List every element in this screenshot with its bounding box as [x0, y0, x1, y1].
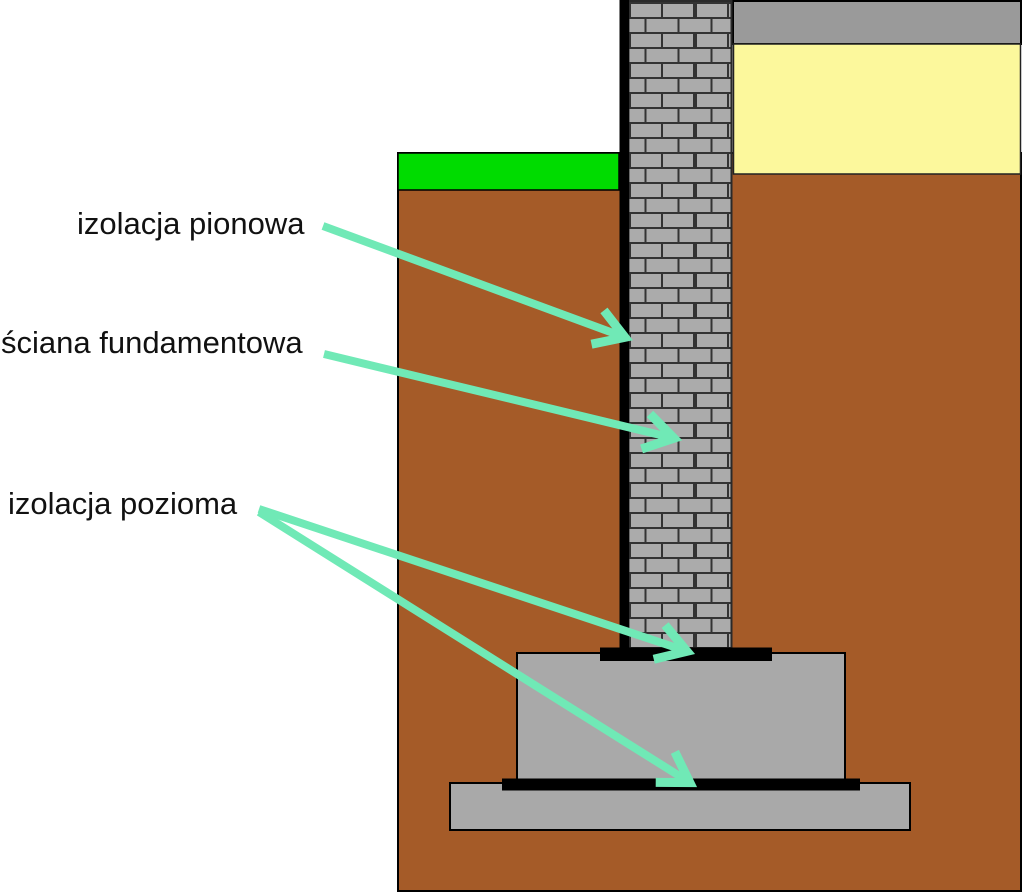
base-slab	[449, 782, 911, 831]
foundation-wall	[627, 0, 733, 649]
label-vertical-insulation: izolacja pionowa	[77, 206, 305, 241]
ground-slab	[732, 0, 1022, 45]
label-foundation-wall: ściana fundamentowa	[1, 325, 303, 360]
arrow-to-horizontal-insulation-bottom	[256, 508, 698, 788]
arrow-to-horizontal-insulation-top	[257, 505, 696, 664]
vertical-insulation	[619, 0, 629, 649]
grass-strip	[397, 152, 620, 191]
label-horizontal-insulation: izolacja pozioma	[8, 486, 238, 521]
floor-layer	[732, 43, 1022, 175]
arrow-to-vertical-insulation	[321, 222, 633, 349]
footing	[516, 652, 846, 781]
leader-arrows	[256, 222, 698, 788]
arrow-to-foundation-wall	[323, 350, 683, 454]
